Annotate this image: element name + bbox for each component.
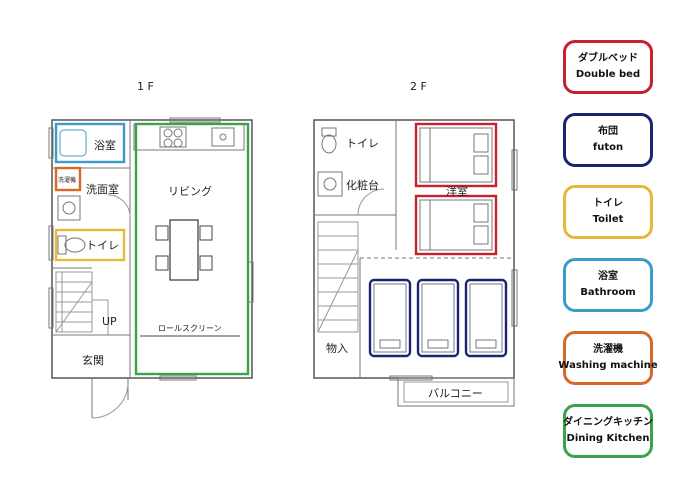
legend-toilet-jp: トイレ — [593, 198, 623, 209]
legend-dining-kitchen-jp: ダイニングキッチン — [563, 417, 653, 428]
futon-marker-1 — [368, 278, 412, 358]
room-label-toilet-2f: トイレ — [346, 137, 379, 150]
room-label-storage: 物入 — [326, 342, 348, 355]
washing-machine-marker — [54, 166, 82, 192]
room-label-vanity: 化粧台 — [346, 179, 379, 192]
room-label-washroom: 洗面室 — [86, 183, 119, 196]
room-label-toilet-1f: トイレ — [86, 239, 119, 252]
dining-kitchen-marker — [134, 122, 250, 376]
legend-toilet: トイレ Toilet — [563, 185, 653, 239]
floor-label-2f: 2 F — [410, 80, 427, 93]
room-label-western-room: 洋室 — [446, 185, 468, 198]
double-bed-marker-2 — [414, 194, 498, 256]
double-bed-marker-1 — [414, 122, 498, 188]
legend-dining-kitchen-en: Dining Kitchen — [566, 433, 650, 444]
futon-marker-3 — [464, 278, 508, 358]
legend-double-bed-en: Double bed — [575, 69, 641, 80]
legend-double-bed: ダブルベッド Double bed — [563, 40, 653, 94]
room-label-roll-screen: ロールスクリーン — [158, 324, 222, 333]
legend-dining-kitchen: ダイニングキッチン Dining Kitchen — [563, 404, 653, 458]
legend-bathroom-en: Bathroom — [580, 287, 636, 298]
room-label-entrance: 玄関 — [82, 354, 104, 367]
futon-marker-2 — [416, 278, 460, 358]
legend-bathroom-jp: 浴室 — [598, 271, 618, 282]
second-floor-plan — [313, 119, 518, 407]
legend-bathroom: 浴室 Bathroom — [563, 258, 653, 312]
room-label-bathroom: 浴室 — [94, 139, 116, 152]
legend-toilet-en: Toilet — [592, 214, 624, 225]
room-label-washing-machine: 洗濯機 — [58, 177, 77, 184]
bathroom-marker — [54, 122, 126, 164]
toilet-marker — [54, 228, 126, 262]
legend-futon-jp: 布団 — [598, 126, 618, 137]
room-label-balcony: バルコニー — [428, 387, 483, 400]
legend-double-bed-jp: ダブルベッド — [578, 53, 638, 64]
legend-washing-machine: 洗濯機 Washing machine — [558, 331, 658, 385]
room-label-living: リビング — [168, 185, 212, 198]
legend-washing-machine-en: Washing machine — [558, 360, 658, 371]
legend-futon: 布団 futon — [563, 113, 653, 167]
legend-washing-machine-jp: 洗濯機 — [593, 344, 623, 355]
legend-futon-en: futon — [592, 142, 624, 153]
floor-label-1f: 1 F — [137, 80, 154, 93]
room-label-up: UP — [102, 315, 117, 328]
